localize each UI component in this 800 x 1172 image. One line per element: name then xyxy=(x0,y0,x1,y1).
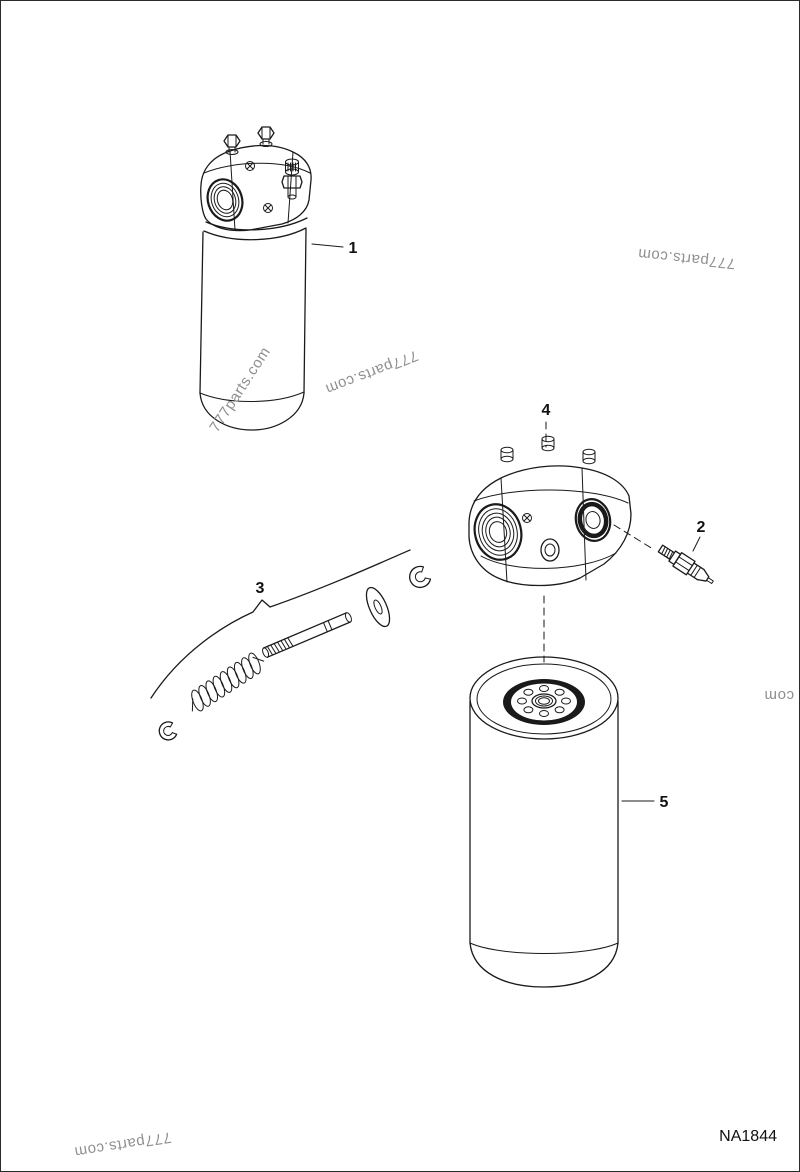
part-1-top-bolt-left xyxy=(223,134,241,155)
part-4-stud-center xyxy=(541,435,555,452)
part-4-boss-inner xyxy=(544,543,556,557)
part-3-rod xyxy=(262,612,352,658)
part-3-washer xyxy=(365,586,391,628)
watermark-bottom-left: 777parts.com xyxy=(73,1128,173,1160)
part-3-eclip-right xyxy=(409,565,432,589)
part-4-port-left xyxy=(473,503,523,561)
part-1-screw-b xyxy=(263,203,273,213)
callout-4-label: 4 xyxy=(542,402,551,419)
callout-1-leader xyxy=(311,243,344,248)
part-5-body xyxy=(469,700,619,988)
part-4-boss xyxy=(540,538,560,562)
part-4-port-right xyxy=(574,498,612,542)
callout-3-label: 3 xyxy=(256,580,265,597)
part-4-stud-left xyxy=(500,446,514,463)
part-4-head-outline xyxy=(468,465,632,587)
callout-2-label: 2 xyxy=(697,519,706,536)
callout-1-label: 1 xyxy=(349,240,358,257)
watermark-right-partial: com xyxy=(764,687,794,704)
watermark-left-diagonal: 777parts.com xyxy=(206,344,274,436)
part-2-leader-dashed xyxy=(613,524,654,550)
callout-2-leader xyxy=(692,536,701,552)
part-2-valve: 2 xyxy=(613,519,714,585)
part-3-spring xyxy=(191,652,265,712)
part-1-screw-a xyxy=(245,161,255,171)
part-5-top-rim-inner xyxy=(476,663,612,735)
part-5-center-thread xyxy=(531,693,557,709)
part-1-port xyxy=(206,178,244,222)
part-2-body xyxy=(657,544,714,585)
part-3-spring-rod-group: 3 xyxy=(150,549,432,741)
part-1-side-fitting xyxy=(281,158,303,200)
part-3-eclip-left xyxy=(158,721,178,741)
figure-code: NA1844 xyxy=(719,1128,777,1145)
part-4-screw xyxy=(522,513,532,523)
part-1-top-bolt-right xyxy=(257,126,275,147)
part-4-filter-head: 4 xyxy=(468,402,632,663)
watermark-center-diagonal: 777parts.com xyxy=(323,347,421,398)
part-1-filter-assembly: 1 xyxy=(199,126,358,431)
part-5-top-rim-outer xyxy=(469,656,619,740)
watermark-top-right: 777parts.com xyxy=(637,245,736,272)
part-4-head-facets xyxy=(473,467,629,583)
callout-5-label: 5 xyxy=(660,794,669,811)
part-5-inlet-holes xyxy=(517,685,571,717)
part-1-canister xyxy=(199,217,308,431)
part-4-stud-right xyxy=(582,448,596,465)
part-5-filter-element: 5 xyxy=(469,656,669,988)
part-3-bracket xyxy=(150,549,411,699)
